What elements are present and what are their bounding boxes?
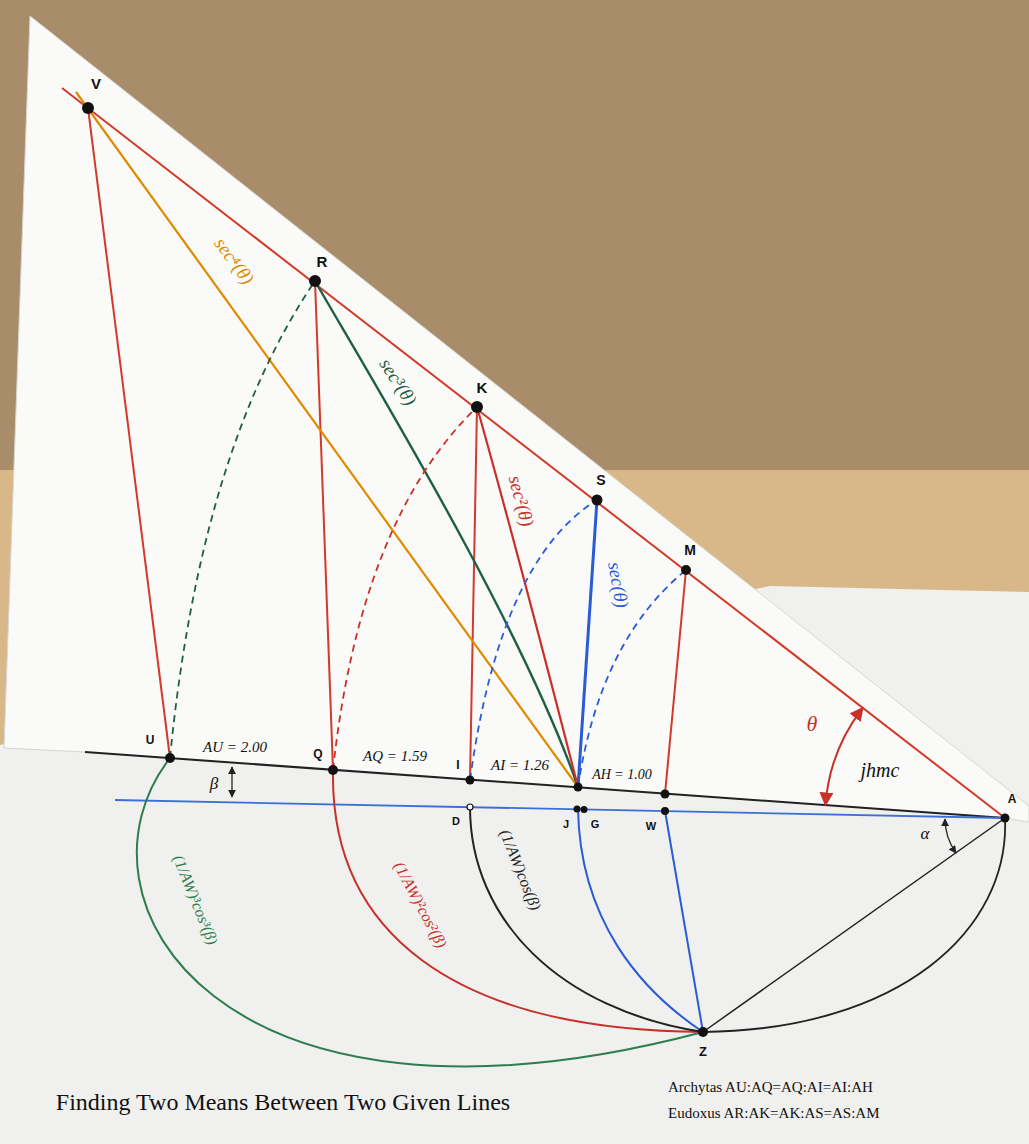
point-dot xyxy=(592,495,603,506)
point-label: J xyxy=(563,818,569,831)
point-dot xyxy=(471,401,483,413)
point-label: I xyxy=(456,759,459,773)
point-dot xyxy=(328,765,338,775)
length-label: AQ = 1.59 xyxy=(363,748,427,765)
angle-arc xyxy=(826,708,863,805)
dashed-arc xyxy=(170,281,315,758)
point-dot xyxy=(165,753,175,763)
angle-arc xyxy=(945,819,956,853)
point-dot xyxy=(661,790,670,799)
projection-curve xyxy=(137,758,703,1066)
point-label: U xyxy=(146,734,155,748)
semicircle-arc xyxy=(703,818,1005,1032)
point-label: M xyxy=(684,542,696,558)
point-label: G xyxy=(591,818,600,831)
vertical-line xyxy=(470,407,477,780)
proportion-note: Eudoxus AR:AK=AK:AS=AS:AM xyxy=(668,1105,880,1122)
fold-line xyxy=(85,752,1005,818)
length-label: AI = 1.26 xyxy=(491,757,549,774)
angle-label: θ xyxy=(807,711,818,736)
point-label: V xyxy=(91,75,101,92)
signature-label: jhmc xyxy=(861,759,900,782)
point-dot xyxy=(681,565,691,575)
angle-label: β xyxy=(210,774,218,794)
curve-label: (1/AW)cos(β) xyxy=(495,827,544,913)
dashed-arc xyxy=(470,500,597,780)
dashed-arc xyxy=(333,407,477,770)
diameter-line xyxy=(115,800,1005,818)
curve-label: (1/AW)²cos²(β) xyxy=(390,859,451,952)
point-label: K xyxy=(477,379,488,396)
length-label: AH = 1.00 xyxy=(592,767,652,783)
point-dot xyxy=(1001,814,1010,823)
diagram-title: Finding Two Means Between Two Given Line… xyxy=(56,1089,510,1117)
point-label: S xyxy=(596,472,605,488)
point-dot xyxy=(574,806,581,813)
point-label: W xyxy=(646,820,656,833)
point-dot xyxy=(581,806,588,813)
projection-curve xyxy=(470,807,703,1032)
point-label: Z xyxy=(699,1045,707,1060)
vertical-sheet xyxy=(4,16,1029,822)
projection-curve xyxy=(333,770,703,1032)
chord-line xyxy=(703,818,1005,1032)
point-label: Q xyxy=(313,748,322,762)
vertical-line xyxy=(315,281,333,770)
point-label: A xyxy=(1008,793,1017,807)
secant-line xyxy=(76,92,578,787)
point-dot xyxy=(82,102,94,114)
angle-label: α xyxy=(921,824,930,844)
point-label: R xyxy=(317,253,328,270)
point-dots xyxy=(82,102,1010,1037)
point-dot xyxy=(309,275,321,287)
curve-label: sec(θ) xyxy=(603,560,633,609)
curve-label: sec⁴(θ) xyxy=(210,233,259,289)
proportion-note: Archytas AU:AQ=AQ:AI=AI:AH xyxy=(668,1079,873,1096)
length-label: AU = 2.00 xyxy=(203,739,267,756)
point-dot xyxy=(467,804,473,810)
secant-curve xyxy=(315,281,578,787)
point-dot xyxy=(466,776,475,785)
curve-label: sec³(θ) xyxy=(375,354,422,409)
projection-line xyxy=(665,811,703,1032)
vertical-line xyxy=(665,570,686,794)
curve-label: (1/AW)³cos³(β) xyxy=(169,852,222,947)
secant-line xyxy=(578,500,597,787)
gap-arrow xyxy=(231,767,232,797)
curve-label: sec²(θ) xyxy=(504,473,539,529)
hypotenuse-line xyxy=(62,88,1005,818)
projection-curve xyxy=(578,809,703,1032)
secant-curve xyxy=(477,407,578,787)
point-dot xyxy=(698,1027,708,1037)
point-dot xyxy=(574,783,583,792)
point-dot xyxy=(661,807,669,815)
point-label: D xyxy=(452,815,460,828)
